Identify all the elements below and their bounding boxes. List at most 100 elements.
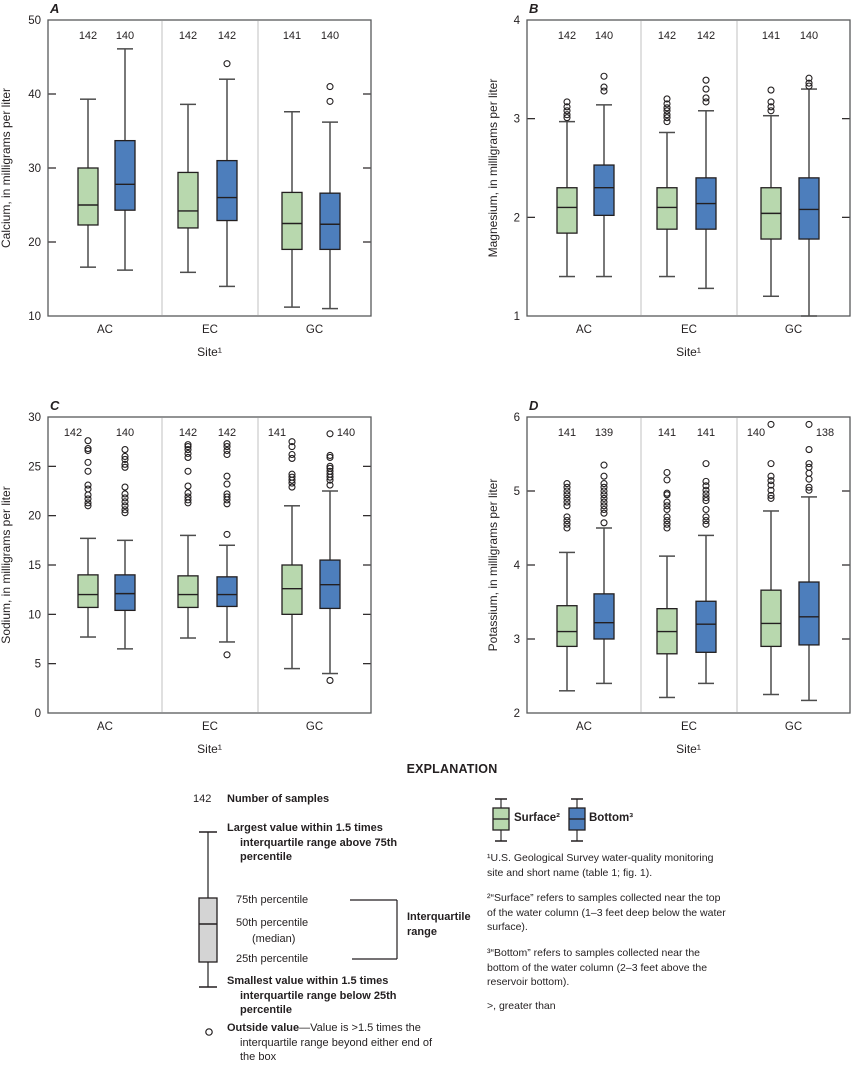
site-label: GC — [306, 721, 323, 733]
iqr-box — [695, 600, 717, 653]
outlier-point — [121, 455, 129, 463]
box-C-AC-bottom — [114, 446, 136, 650]
iqr-box — [281, 564, 303, 615]
outlier-point — [663, 489, 671, 497]
sample-count: 142 — [79, 30, 97, 42]
iqr-box — [177, 575, 199, 609]
outlier-point — [663, 498, 671, 506]
box-D-EC-bottom — [695, 460, 717, 685]
panel-letter: D — [529, 398, 539, 413]
outlier-point — [223, 480, 231, 488]
outlier-point — [223, 493, 231, 501]
p25-label: 25th percentile — [236, 953, 309, 965]
outlier-point — [767, 86, 775, 94]
outside-value-term: Outside value — [227, 1022, 300, 1034]
x-axis-title: Site¹ — [676, 742, 701, 756]
box-A-EC-bottom — [216, 60, 238, 288]
outlier-point — [600, 87, 608, 95]
iqr-box — [319, 192, 341, 251]
outlier-point — [767, 486, 775, 494]
outlier-point — [805, 460, 813, 468]
y-tick-label: 0 — [35, 708, 41, 720]
sample-count: 140 — [747, 427, 765, 439]
outlier-point — [84, 491, 92, 499]
outlier-point — [663, 520, 671, 528]
outlier-point — [326, 451, 334, 460]
sample-count: 140 — [800, 30, 818, 42]
outlier-point — [288, 483, 296, 491]
outlier-point — [663, 114, 671, 122]
outside-value-definition: —Value is >1.5 times the interquartile r… — [240, 1022, 433, 1063]
outlier-point — [184, 467, 192, 475]
outlier-point — [84, 481, 92, 489]
iqr-box — [593, 164, 615, 217]
outlier-point — [663, 111, 671, 119]
outlier-point — [702, 460, 710, 468]
footnote-bottom: ³“Bottom” refers to samples collected ne… — [487, 947, 708, 988]
box-B-AC-surface — [556, 98, 578, 278]
outlier-point — [563, 111, 571, 119]
y-tick-label: 40 — [28, 89, 41, 101]
site-label: EC — [681, 324, 697, 336]
outlier-point — [84, 499, 92, 507]
outlier-point — [121, 498, 129, 506]
outlier-point — [702, 497, 710, 505]
sample-count: 140 — [595, 30, 613, 42]
sample-count: 142 — [558, 30, 576, 42]
outlier-point — [121, 483, 129, 491]
outlier-point — [663, 505, 671, 514]
site-label: AC — [97, 324, 113, 336]
outlier-point — [184, 496, 192, 504]
iqr-box — [216, 159, 238, 222]
median-label: (median) — [252, 933, 296, 945]
outlier-point — [805, 82, 813, 90]
outlier-point — [563, 483, 571, 491]
y-axis-title: Sodium, in milligrams per liter — [0, 486, 13, 643]
box-B-GC-bottom — [798, 74, 820, 317]
box-A-AC-surface — [77, 98, 99, 268]
outlier-point — [84, 437, 92, 445]
iqr-label: Interquartile range — [407, 911, 471, 938]
p50-label: 50th percentile — [236, 917, 309, 929]
outlier-point — [702, 520, 710, 528]
outlier-point — [563, 107, 571, 115]
outlier-point — [184, 441, 192, 449]
iqr-box — [798, 581, 820, 646]
p75-label: 75th percentile — [236, 894, 309, 906]
outlier-point — [702, 98, 710, 106]
outlier-point — [223, 500, 231, 508]
outlier-point — [805, 486, 813, 494]
outlier-point — [702, 513, 710, 521]
outlier-point — [184, 446, 192, 454]
outlier-point — [288, 443, 296, 451]
box-C-EC-surface — [177, 441, 199, 639]
y-tick-label: 20 — [28, 237, 41, 249]
box-B-EC-surface — [656, 95, 678, 278]
outlier-point — [563, 502, 571, 510]
sample-count: 142 — [658, 30, 676, 42]
outlier-point — [600, 491, 608, 499]
outlier-point — [600, 472, 608, 480]
outlier-point — [805, 420, 813, 428]
box-C-GC-surface — [281, 438, 303, 670]
outlier-point — [663, 95, 671, 103]
samples-example-value: 142 — [193, 793, 212, 805]
y-axis-title: Potassium, in milligrams per liter — [486, 479, 500, 652]
outlier-point — [702, 494, 710, 502]
y-tick-label: 10 — [28, 609, 41, 621]
site-label: GC — [785, 721, 802, 733]
outlier-point — [663, 513, 671, 521]
sample-count: 140 — [321, 30, 339, 42]
y-tick-label: 3 — [514, 114, 520, 126]
plot-frame — [526, 19, 851, 317]
outlier-point — [600, 509, 608, 517]
y-tick-label: 50 — [28, 15, 41, 27]
sample-count: 140 — [116, 30, 134, 42]
outlier-point — [563, 520, 571, 528]
y-tick-label: 5 — [35, 659, 41, 671]
